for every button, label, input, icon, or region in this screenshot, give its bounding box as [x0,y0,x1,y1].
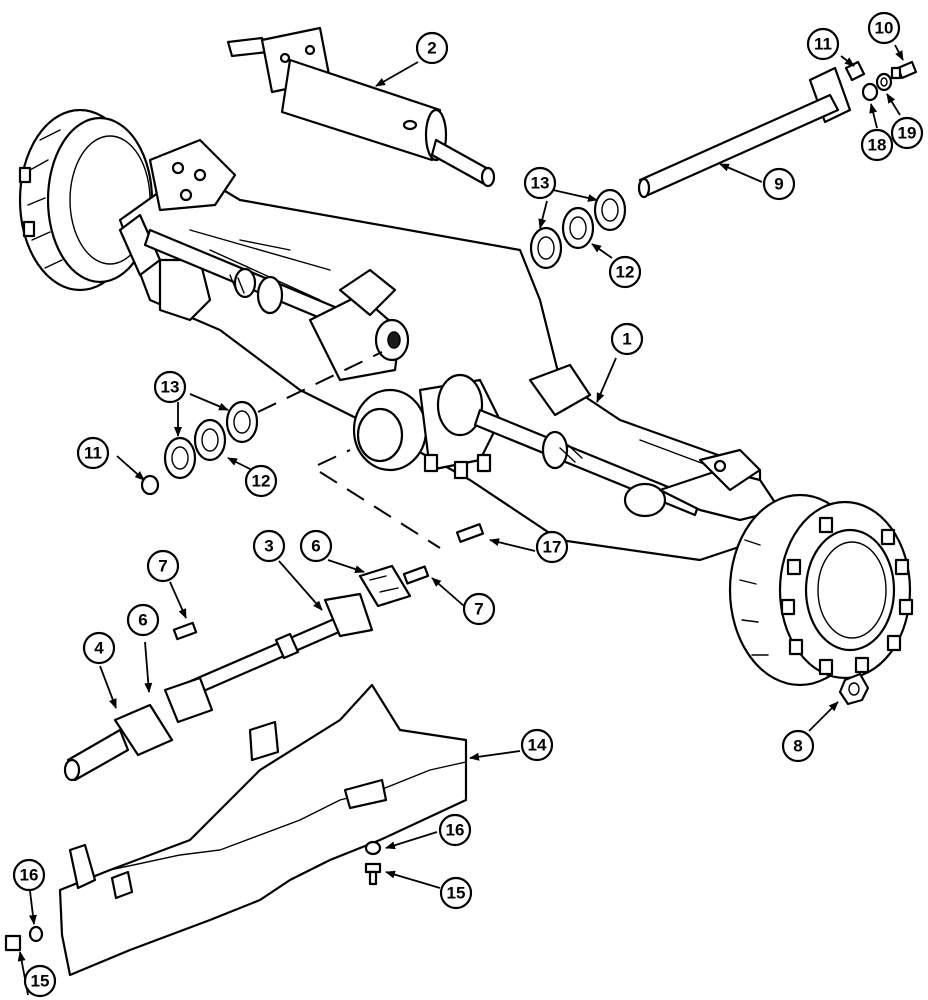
svg-text:19: 19 [898,124,917,143]
callout-15-left: 15 [23,964,57,998]
leader-lines [17,44,904,996]
callout-16-right: 16 [438,813,472,847]
svg-text:14: 14 [528,736,547,755]
svg-text:16: 16 [20,866,39,885]
callout-13-left: 13 [153,370,187,404]
callout-12-top: 12 [608,255,642,289]
callout-14: 14 [520,728,554,762]
callout-10: 10 [867,11,901,45]
svg-text:13: 13 [161,378,180,397]
callout-11-top: 11 [806,27,840,61]
couplings [63,523,485,782]
svg-text:1: 1 [622,330,631,349]
alignment-lines [257,351,441,549]
left-wheel-hub [18,108,154,292]
svg-text:8: 8 [793,737,802,756]
callout-15-right: 15 [439,876,473,910]
svg-text:4: 4 [94,639,104,658]
callout-13-top: 13 [523,166,557,200]
right-steering-arm [623,448,782,522]
svg-text:18: 18 [868,136,887,155]
callout-3: 3 [252,529,286,563]
callout-6-top: 6 [299,529,333,563]
svg-text:12: 12 [616,263,635,282]
callout-12-left: 12 [244,464,278,498]
callout-7-left: 7 [146,549,180,583]
callout-2: 2 [415,31,449,65]
long-pin-with-plate [637,66,852,199]
svg-text:15: 15 [31,972,50,991]
svg-text:7: 7 [474,600,483,619]
callout-16-left: 16 [12,858,46,892]
svg-text:11: 11 [814,35,832,54]
callout-19: 19 [890,116,924,150]
hub-nut [838,672,870,706]
right-wheel-hub [728,493,914,687]
pivot-bosses [308,268,592,417]
svg-text:2: 2 [427,39,436,58]
callout-6-bottom: 6 [126,603,160,637]
svg-text:13: 13 [531,174,550,193]
svg-text:12: 12 [252,472,271,491]
svg-text:16: 16 [446,821,465,840]
svg-text:11: 11 [84,444,102,463]
callout-18: 18 [860,128,894,162]
callout-8: 8 [781,729,815,763]
svg-text:7: 7 [158,557,167,576]
callout-1: 1 [610,322,644,356]
callout-9: 9 [762,167,796,201]
pivot-shaft-with-flange [226,26,496,188]
callout-11-left: 11 [76,436,110,470]
callout-17: 17 [535,530,569,564]
left-washers [140,400,259,496]
svg-text:6: 6 [138,611,147,630]
svg-text:17: 17 [543,538,562,557]
svg-text:3: 3 [264,537,273,556]
callout-4: 4 [82,631,116,665]
top-right-hardware [844,60,918,102]
guard-plate [58,683,468,977]
svg-text:9: 9 [774,175,783,194]
svg-text:15: 15 [447,884,466,903]
svg-text:10: 10 [875,19,894,38]
differential [352,373,502,480]
bottom-hardware [4,840,382,952]
callout-7-right: 7 [462,592,496,626]
svg-text:6: 6 [311,537,320,556]
